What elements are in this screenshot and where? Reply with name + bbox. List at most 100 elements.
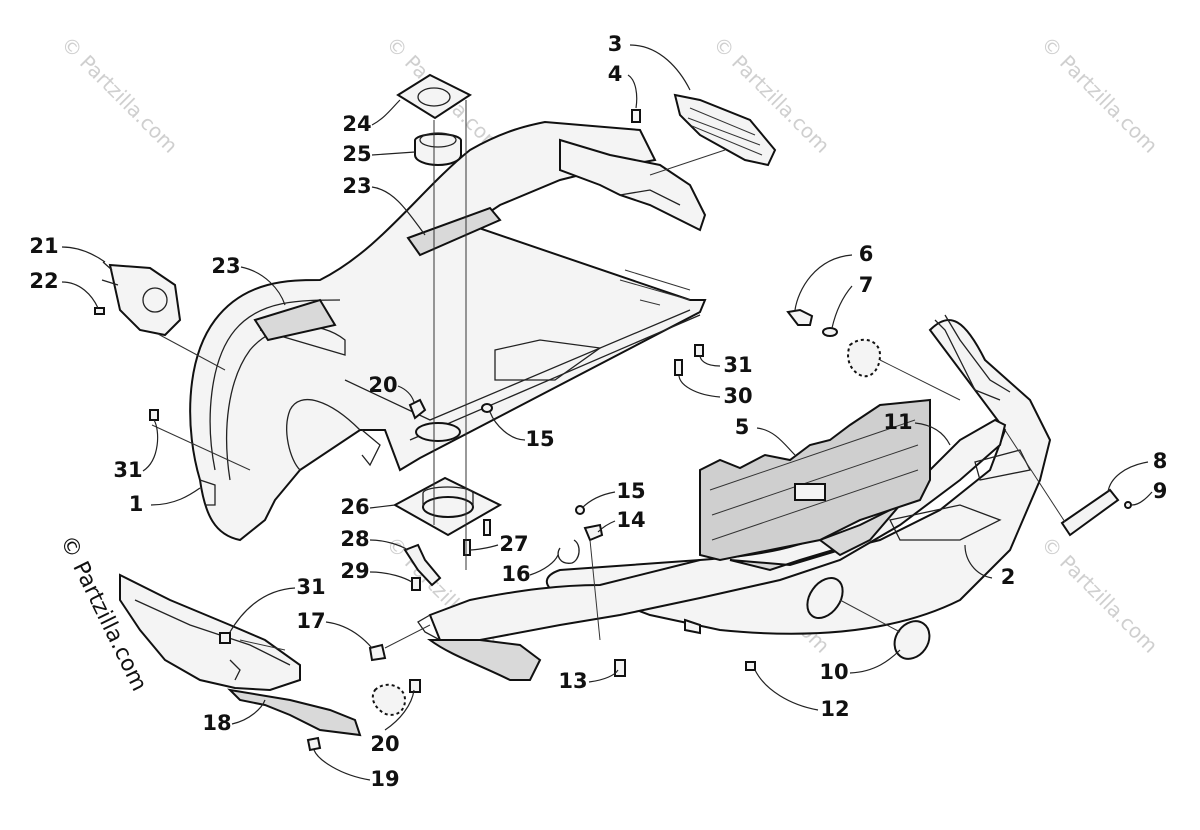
callout-leader-line (150, 487, 201, 506)
callout-c4: 4 (608, 62, 638, 109)
callout-number: 13 (558, 669, 587, 693)
left-rail-part (119, 573, 362, 737)
callout-number: 20 (368, 373, 397, 397)
callout-c12: 12 (754, 669, 850, 721)
callout-leader-line (240, 266, 286, 306)
callout-c20b: 20 (370, 689, 415, 756)
callout-number: 9 (1153, 479, 1168, 503)
callout-number: 6 (859, 242, 874, 266)
callout-c20a: 20 (368, 373, 415, 403)
callout-number: 7 (859, 273, 874, 297)
callout-number: 31 (296, 575, 325, 599)
top-grommet-part (396, 73, 473, 166)
callout-number: 23 (211, 254, 240, 278)
callout-c24: 24 (342, 99, 401, 136)
callout-number: 23 (342, 174, 371, 198)
callout-leader-line (849, 649, 901, 674)
callout-c19: 19 (313, 749, 400, 791)
watermark-text: © Partzilla.com (1036, 532, 1162, 658)
callout-number: 14 (616, 508, 645, 532)
callout-number: 24 (342, 112, 371, 136)
callout-leader-line (627, 74, 638, 109)
callout-c23b: 23 (211, 254, 286, 306)
plate-part (1060, 488, 1132, 537)
callout-leader-line (489, 411, 526, 441)
callout-number: 25 (342, 142, 371, 166)
callout-leader-line (529, 554, 559, 576)
callout-leader-line (229, 587, 296, 633)
callout-number: 15 (616, 479, 645, 503)
callout-number: 1 (129, 492, 144, 516)
callout-number: 12 (820, 697, 849, 721)
callout-c9: 9 (1131, 479, 1168, 506)
callout-number: 3 (608, 32, 623, 56)
callout-c28: 28 (340, 527, 409, 551)
callout-leader-line (588, 669, 619, 683)
callout-leader-line (831, 285, 853, 329)
callout-c22: 22 (29, 269, 99, 309)
callout-number: 18 (202, 711, 231, 735)
foam-block (794, 483, 826, 501)
callout-leader-line (756, 427, 796, 456)
callout-c7: 7 (831, 273, 874, 329)
callout-number: 26 (340, 495, 369, 519)
callout-leader-line (325, 621, 373, 649)
callout-leader-line (964, 544, 993, 579)
callout-number: 22 (29, 269, 58, 293)
callout-leader-line (597, 520, 616, 533)
callout-c15b: 15 (581, 479, 646, 509)
assembly-lines (151, 100, 1066, 651)
vent-grille-part (559, 93, 777, 232)
callout-c15a: 15 (489, 411, 555, 451)
callout-c29: 29 (340, 559, 413, 583)
callout-number: 19 (370, 767, 399, 791)
callout-leader-line (369, 539, 409, 551)
callout-c14: 14 (597, 508, 646, 533)
callout-leader-line (699, 354, 721, 367)
callout-c17: 17 (296, 609, 373, 649)
callout-leader-line (581, 491, 616, 509)
fasteners (149, 109, 931, 752)
foam-pad-part (699, 398, 931, 562)
callout-leader-line (369, 571, 413, 583)
callout-leader-line (371, 99, 401, 126)
callout-c13: 13 (558, 669, 619, 693)
callout-number: 28 (340, 527, 369, 551)
callout-leader-line (61, 246, 106, 263)
callout-leader-line (384, 689, 415, 731)
side-panel-part (417, 314, 1052, 681)
callout-c30: 30 (678, 375, 753, 408)
callout-leader-line (231, 699, 266, 725)
watermark-text: © Partzilla.com (56, 32, 182, 158)
callout-leader-line (678, 375, 721, 398)
callout-leader-line (371, 151, 416, 156)
callout-c31a: 31 (699, 353, 753, 377)
callout-c11: 11 (883, 410, 951, 446)
callout-number: 29 (340, 559, 369, 583)
callout-number: 21 (29, 234, 58, 258)
callout-c16: 16 (501, 554, 559, 586)
callout-number: 27 (499, 532, 528, 556)
callout-leader-line (142, 419, 159, 472)
callout-c23a: 23 (342, 174, 426, 236)
callout-c31c: 31 (229, 575, 326, 633)
callout-c5: 5 (735, 415, 796, 456)
callout-leader-line (629, 44, 691, 91)
callout-leader-line (1107, 461, 1149, 493)
callout-c3: 3 (608, 32, 691, 91)
callout-number: 4 (608, 62, 623, 86)
callout-number: 2 (1001, 565, 1016, 589)
callout-leader-line (371, 186, 426, 236)
clip-part (557, 505, 604, 564)
callout-leader-line (313, 749, 371, 781)
callout-c21: 21 (29, 234, 106, 263)
callout-c10: 10 (819, 649, 901, 684)
callout-leader-line (369, 504, 396, 509)
callout-leader-line (914, 422, 951, 446)
callout-number: 15 (525, 427, 554, 451)
callout-leader-line (754, 669, 819, 711)
callout-number: 30 (723, 384, 752, 408)
callout-c2: 2 (964, 544, 1016, 589)
